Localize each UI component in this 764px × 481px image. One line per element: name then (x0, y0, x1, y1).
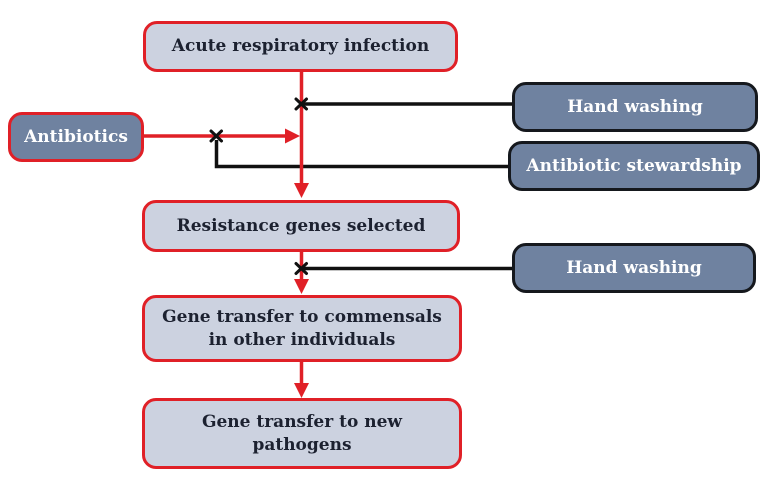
node-antibiotics: Antibiotics (8, 112, 144, 162)
arrowhead-down-to-pathogens (294, 383, 309, 398)
node-label-acute-respiratory-infection: Acute respiratory infection (171, 36, 430, 57)
arrowhead-down-to-commensals (294, 279, 309, 294)
node-hand-washing-top: Hand washing (512, 82, 758, 132)
node-hand-washing-mid: Hand washing (512, 243, 756, 293)
node-gene-transfer-commensals: Gene transfer to commensals in other ind… (142, 295, 462, 362)
node-gene-transfer-new-pathogens: Gene transfer to new pathogens (142, 398, 462, 469)
node-label-antibiotic-stewardship: Antibiotic stewardship (526, 155, 742, 176)
node-label-hand-washing-mid: Hand washing (566, 257, 702, 278)
block-x-hand-washing-top (294, 97, 308, 111)
node-antibiotic-stewardship: Antibiotic stewardship (508, 141, 760, 191)
node-label-gene-transfer-new-pathogens: Gene transfer to new pathogens (201, 412, 403, 455)
arrowhead-down-to-resistance (294, 183, 309, 198)
arrowhead-right-antibiotics (285, 128, 300, 144)
block-x-hand-washing-mid (294, 262, 308, 275)
node-label-hand-washing-top: Hand washing (567, 96, 703, 117)
node-acute-respiratory-infection: Acute respiratory infection (143, 21, 458, 72)
node-label-gene-transfer-commensals: Gene transfer to commensals in other ind… (162, 307, 442, 350)
node-resistance-genes-selected: Resistance genes selected (142, 200, 460, 252)
inhibition-line-antibiotic-stewardship (214, 140, 508, 169)
node-label-antibiotics: Antibiotics (24, 126, 128, 147)
node-label-resistance-genes-selected: Resistance genes selected (176, 215, 426, 236)
block-x-antibiotic-stewardship (209, 129, 223, 143)
